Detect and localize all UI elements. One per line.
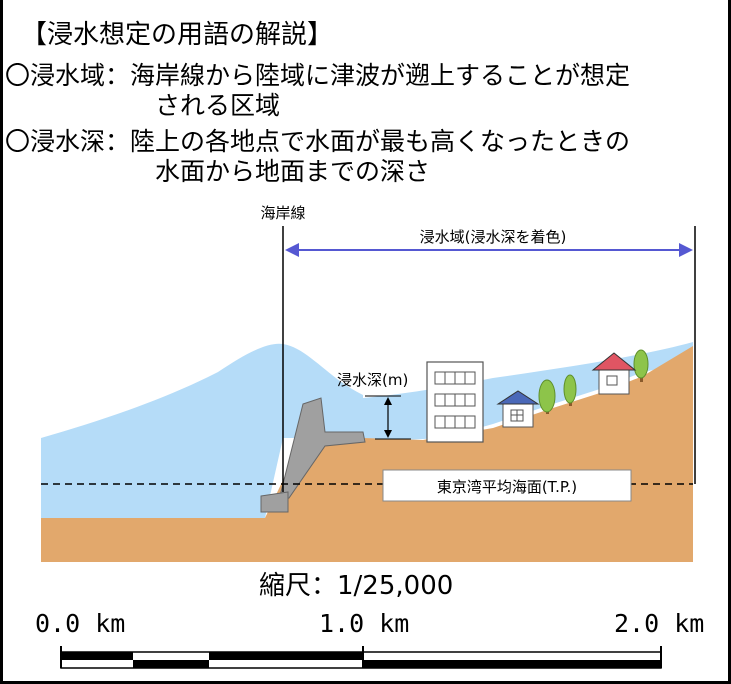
tree-3 — [633, 349, 649, 382]
coastline-label: 海岸線 — [260, 204, 305, 222]
inundation-water — [303, 342, 693, 440]
inundation-area-label: 浸水域(浸水深を着色) — [420, 228, 567, 246]
definition-inundation-depth-line-1: 〇浸水深：陸上の各地点で水面が最も高くなったときの — [5, 127, 631, 156]
scale-label: 縮尺：1/25,000 — [259, 571, 454, 601]
definition-inundation-depth-line-2: 水面から地面までの深さ — [155, 157, 431, 186]
apartment-building — [426, 361, 484, 443]
datum-label: 東京湾平均海面(T.P.) — [437, 478, 577, 496]
arrow-head-right — [679, 243, 693, 257]
scale-tick-0: 0.0 km — [35, 609, 126, 638]
datum-label-box — [382, 469, 632, 502]
depth-label: 浸水深(m) — [337, 371, 408, 389]
seawall-base — [260, 491, 289, 513]
scale-tick-1: 1.0 km — [319, 609, 410, 638]
tree-1 — [538, 379, 556, 414]
panel-heading: 【浸水想定の用語の解説】 — [21, 20, 334, 50]
tree-2 — [563, 374, 577, 406]
depth-arrow-head-up — [384, 397, 392, 405]
depth-arrow-head-down — [384, 430, 392, 438]
scale-bar — [60, 646, 662, 669]
land-ground — [41, 346, 693, 562]
arrow-head-left — [285, 243, 299, 257]
definition-inundation-area-line-1: 〇浸水域：海岸線から陸域に津波が遡上することが想定 — [5, 61, 631, 90]
inundation-diagram: 東京湾平均海面(T.P.) 海岸線 浸水域(浸水深を着色) 浸水深(m) — [41, 204, 696, 669]
scale-tick-2: 2.0 km — [614, 609, 705, 638]
red-roof-house — [591, 352, 637, 395]
small-house — [496, 390, 540, 428]
definition-inundation-area-line-2: される区域 — [155, 91, 281, 120]
